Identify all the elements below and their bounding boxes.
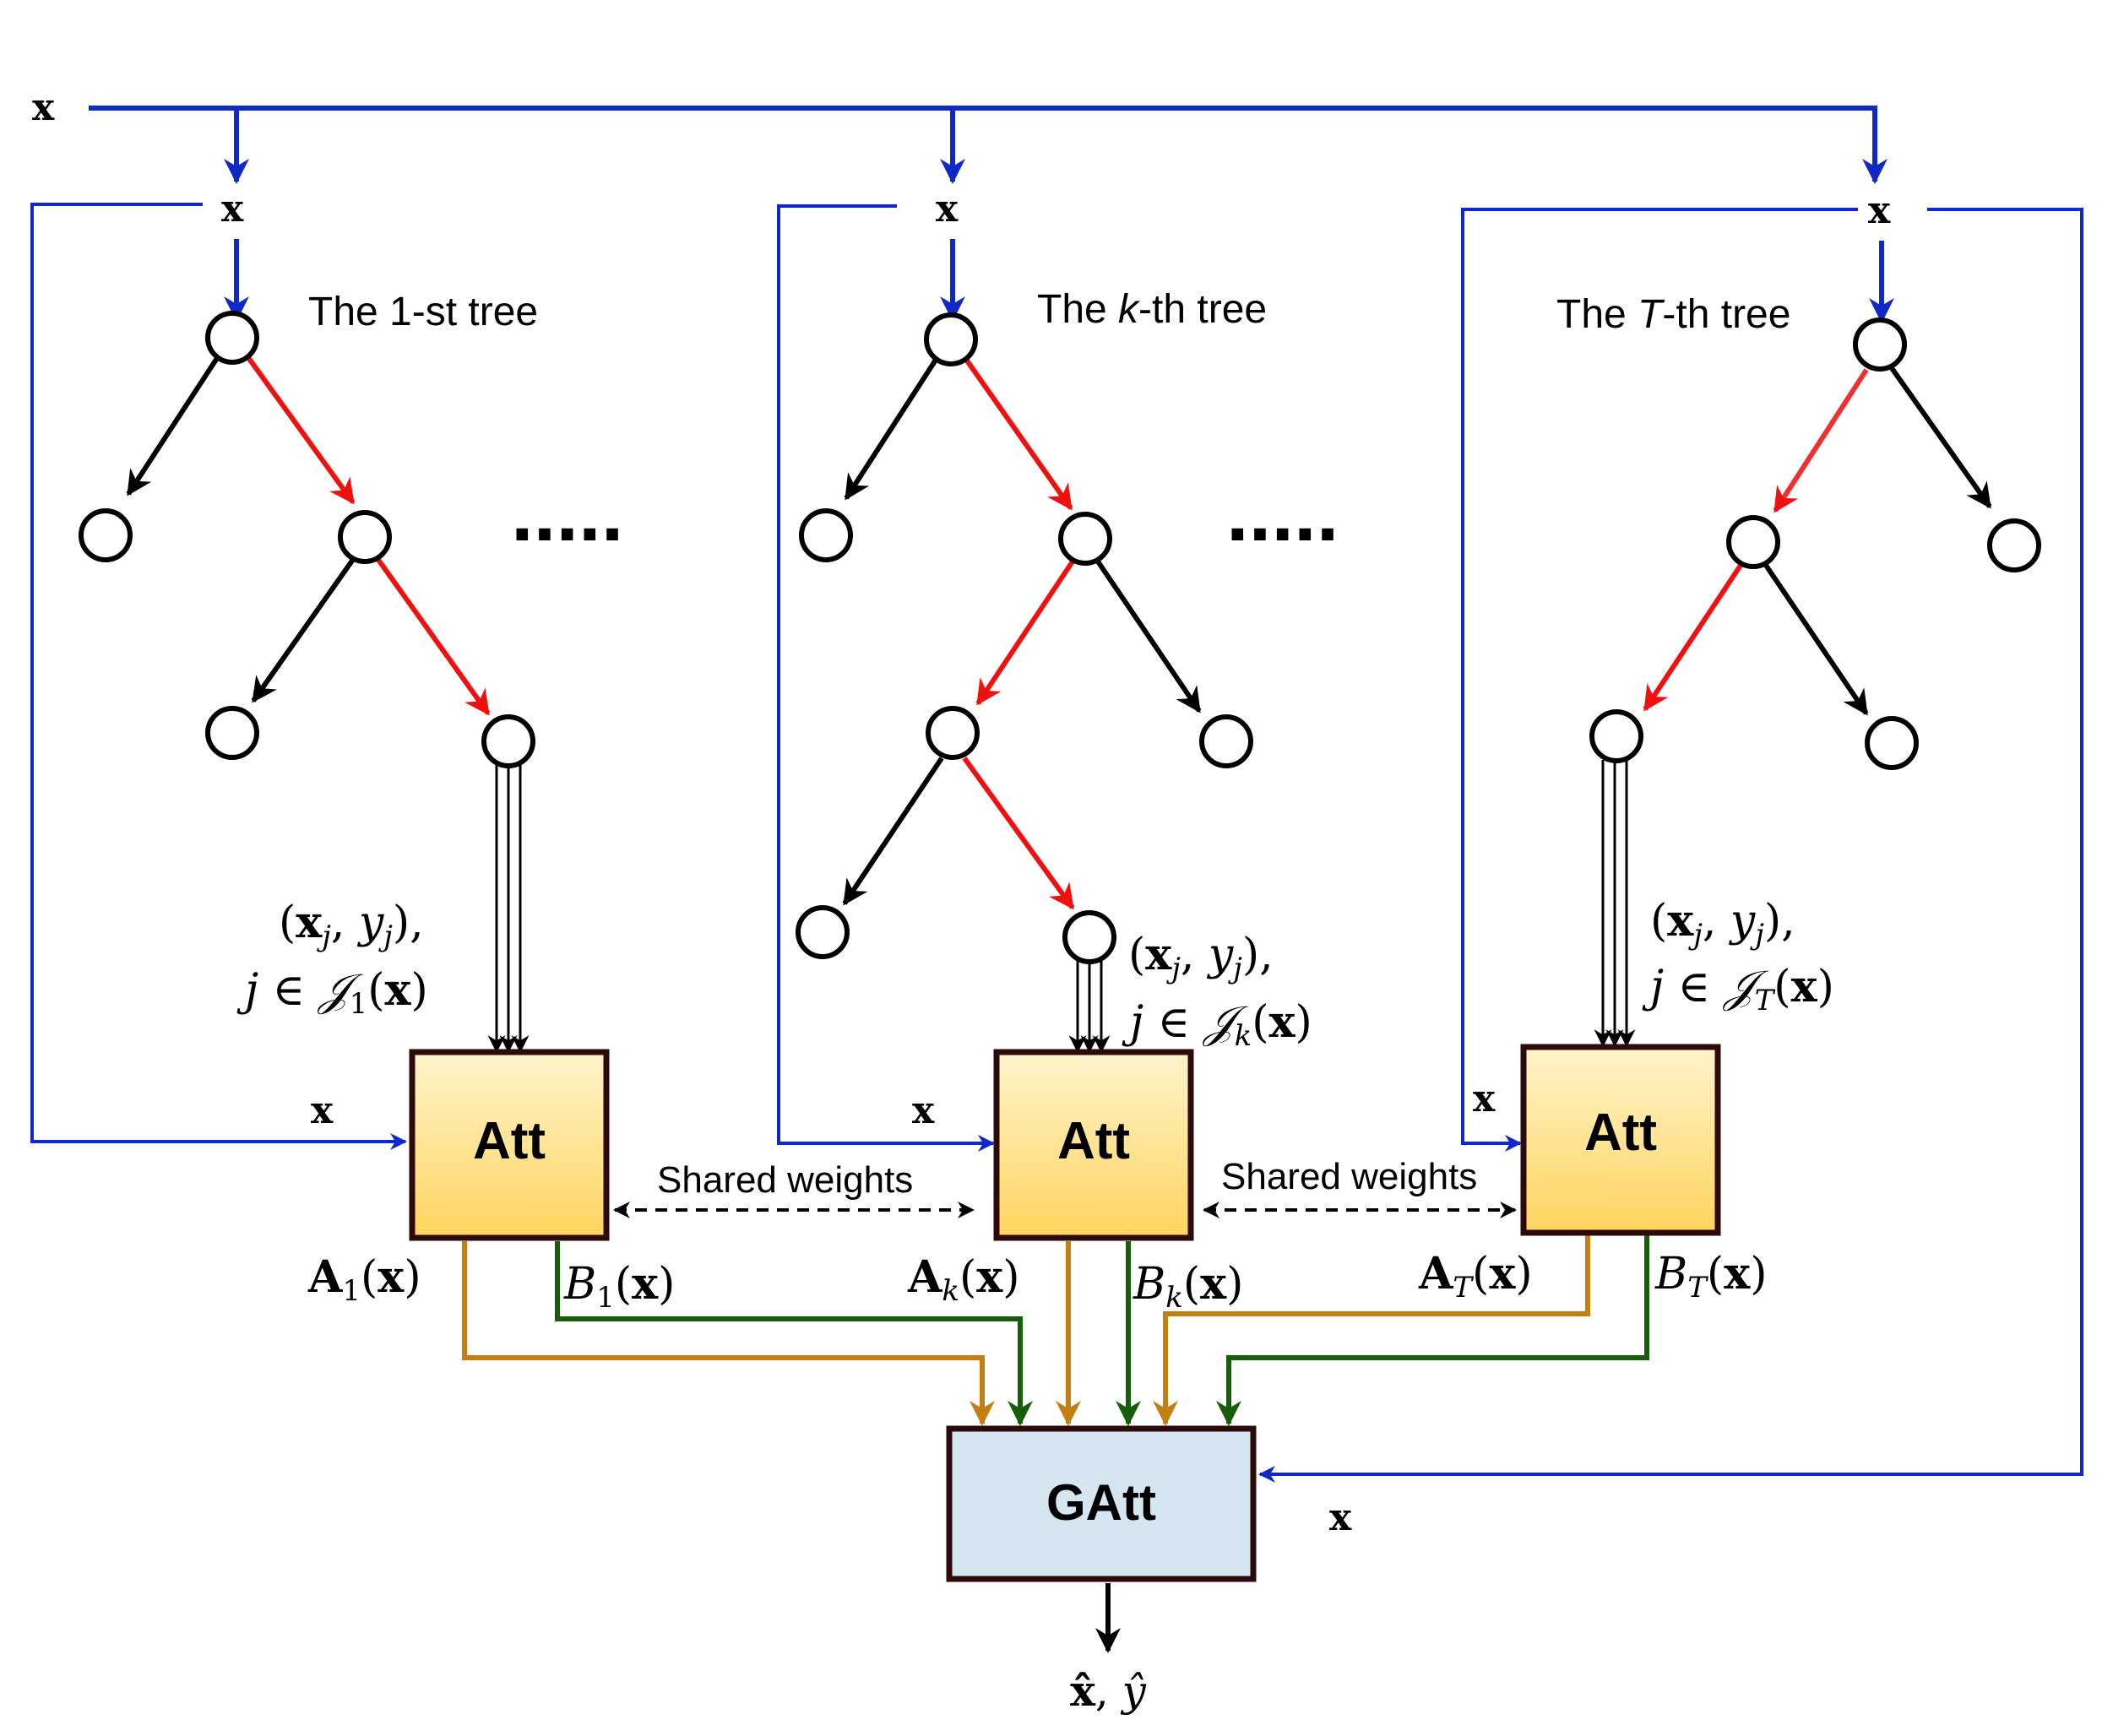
attT-side-x-label: x [1473,1077,1496,1120]
tree1-leaf-node [79,508,133,562]
input-x-label: x [32,86,55,129]
bT-label: BT(x) [1654,1248,1768,1305]
treek-input-x-label: x [936,187,959,231]
gatt-box-label: GAtt [1046,1474,1156,1531]
aT-label: AT(x) [1418,1248,1533,1305]
shared-weights-label-1: Shared weights [657,1159,913,1201]
ellipsis-2: ..... [1226,468,1339,558]
att-box-1: Att [409,1049,610,1241]
att-box-k: Att [993,1049,1194,1241]
att1-side-x-label: x [311,1089,334,1132]
treeT-title: The T-th tree [1556,292,1790,337]
tree1-title: The 1-st tree [308,290,538,334]
treeT-samples-line2: j ∈ 𝒥T(x) [1642,961,1834,1017]
treeT-root-node [1853,317,1907,372]
att-boxes: Att Att Att [409,1044,1721,1241]
tree-edges [126,351,1992,910]
output-label: x̂, ŷ [1070,1666,1147,1716]
tree1-samples-label: (xj, yj), j ∈ 𝒥1(x) [236,897,428,1021]
treeT-leaf-node [1865,716,1919,770]
tree1-samples-line2: j ∈ 𝒥1(x) [236,964,428,1021]
att-box-T-label: Att [1584,1104,1657,1162]
sample-labels: (xj, yj), j ∈ 𝒥1(x) (xj, yj), j ∈ 𝒥k(x) … [236,895,1834,1053]
b-connectors [555,1234,1649,1426]
treeT-leaf-node [1987,518,2041,572]
ellipsis-1: ..... [511,468,623,558]
x-labels: x x x x x x x x [32,86,1891,1539]
shared-weights-labels: Shared weights Shared weights [657,1156,1477,1201]
ak-label: Ak(x) [907,1251,1020,1308]
gatt-box: GAtt [946,1425,1257,1582]
treek-title: The k-th tree [1037,287,1267,332]
treeT-samples-label: (xj, yj), j ∈ 𝒥T(x) [1642,895,1834,1017]
tree1-leaf-node [205,706,259,760]
treek-leaf-node [796,905,850,959]
att-box-T: Att [1520,1044,1721,1236]
treeT-samples-line1: (xj, yj), [1650,895,1795,952]
treeT-selected-leaf-node [1589,709,1643,763]
gatt-side-x-label: x [1329,1496,1352,1539]
tree1-root-node [205,311,259,365]
b1-label: B1(x) [563,1258,675,1315]
tree1-selected-leaf-node [481,714,535,768]
bk-label: Bk(x) [1133,1258,1243,1315]
treek-samples-line1: (xj, yj), [1128,929,1274,985]
treek-inner-node [1058,512,1112,566]
treek-samples-label: (xj, yj), j ∈ 𝒥k(x) [1122,929,1312,1053]
tree-nodes [79,311,2041,964]
treek-leaf-node [799,508,853,562]
tree1-input-x-label: x [221,187,244,231]
attk-side-x-label: x [912,1089,935,1132]
tree1-samples-line1: (xj, yj), [279,897,424,953]
att-box-1-label: Att [473,1112,546,1170]
input-bus [89,106,1894,323]
shared-weights-label-2: Shared weights [1221,1156,1477,1197]
side-loops [30,203,2083,1483]
treek-leaf-node [1199,714,1253,768]
sample-arrows [487,760,1636,1054]
a1-label: A1(x) [307,1251,421,1308]
att-box-k-label: Att [1057,1112,1130,1170]
treek-root-node [924,312,978,366]
a-connectors [462,1234,1590,1426]
treek-inner-node [926,706,980,760]
treeT-inner-node [1726,515,1780,569]
att-output-labels: A1(x) B1(x) Ak(x) Bk(x) AT(x) BT(x) [307,1248,1768,1315]
treek-selected-leaf-node [1062,910,1116,964]
ellipses: ..... ..... [511,468,1339,558]
treek-samples-line2: j ∈ 𝒥k(x) [1122,996,1312,1053]
tree-titles: The 1-st tree The k-th tree The T-th tre… [308,287,1790,337]
treeT-input-x-label: x [1868,189,1891,232]
tree1-inner-node [338,510,392,564]
